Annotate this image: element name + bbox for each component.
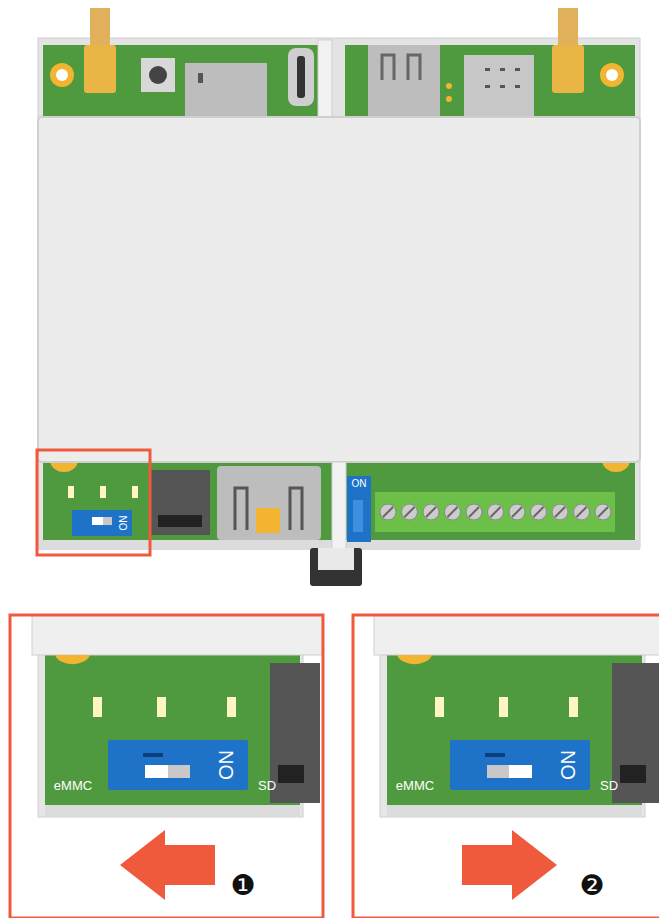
callout-number: ❷ xyxy=(579,872,604,900)
position-label: eMMC xyxy=(54,779,92,792)
callout-number: ❶ xyxy=(230,872,255,900)
switch-label: ON xyxy=(558,750,578,780)
position-label: SD xyxy=(258,779,276,792)
switch-label: ON xyxy=(216,750,236,780)
position-label: eMMC xyxy=(396,779,434,792)
position-label: SD xyxy=(600,779,618,792)
switch-label: ON xyxy=(352,479,367,489)
switch-label: ON xyxy=(118,516,128,531)
